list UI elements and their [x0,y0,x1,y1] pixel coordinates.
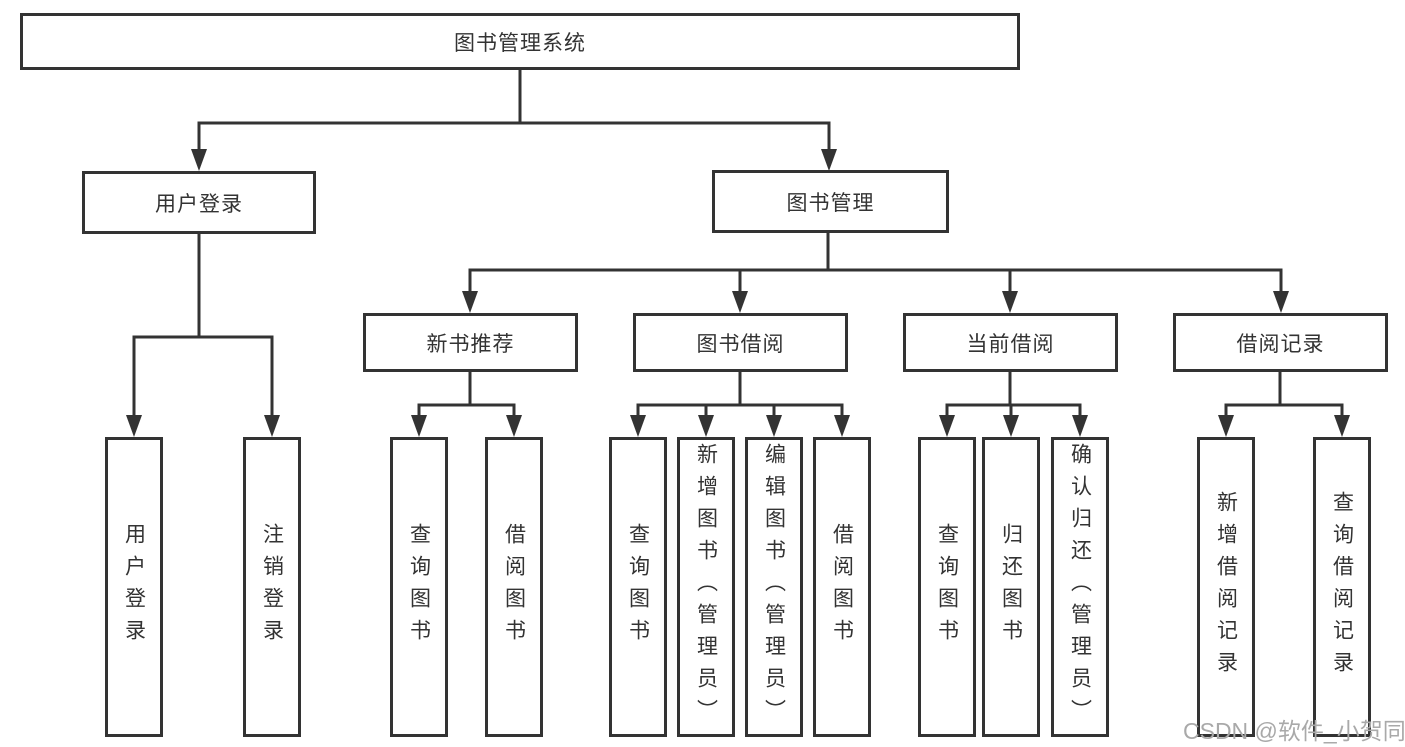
node-user-login: 用户登录 [82,171,316,234]
connector-new-book-recommend [417,370,516,418]
arrowheads [126,149,1350,437]
connector-root [197,68,831,152]
leaf-query-books-current: 查询图书 [918,437,976,737]
connector-current-borrow [945,370,1082,418]
leaf-return-books: 归还图书 [982,437,1040,737]
node-book-management: 图书管理 [712,170,949,233]
leaf-edit-books-admin: 编辑图书（管理员） [745,437,803,737]
leaf-add-books-admin: 新增图书（管理员） [677,437,735,737]
node-library-management-system: 图书管理系统 [20,13,1020,70]
node-borrow-records: 借阅记录 [1173,313,1388,372]
leaf-query-borrow-record: 查询借阅记录 [1313,437,1371,737]
leaf-confirm-return-admin: 确认归还（管理员） [1051,437,1109,737]
leaf-add-borrow-record: 新增借阅记录 [1197,437,1255,737]
connector-book-management [468,231,1283,294]
connector-borrow-records [1224,370,1344,418]
connector-user-login [132,232,274,418]
node-new-book-recommend: 新书推荐 [363,313,578,372]
node-current-borrow: 当前借阅 [903,313,1118,372]
node-book-borrow: 图书借阅 [633,313,848,372]
leaf-user-login: 用户登录 [105,437,163,737]
leaf-logout: 注销登录 [243,437,301,737]
leaf-borrow-books-recommend: 借阅图书 [485,437,543,737]
leaf-query-books-recommend: 查询图书 [390,437,448,737]
leaf-borrow-books: 借阅图书 [813,437,871,737]
connector-book-borrow [636,370,844,418]
csdn-watermark: CSDN @软件_小贺同学 [1183,718,1405,744]
leaf-query-books-borrow: 查询图书 [609,437,667,737]
